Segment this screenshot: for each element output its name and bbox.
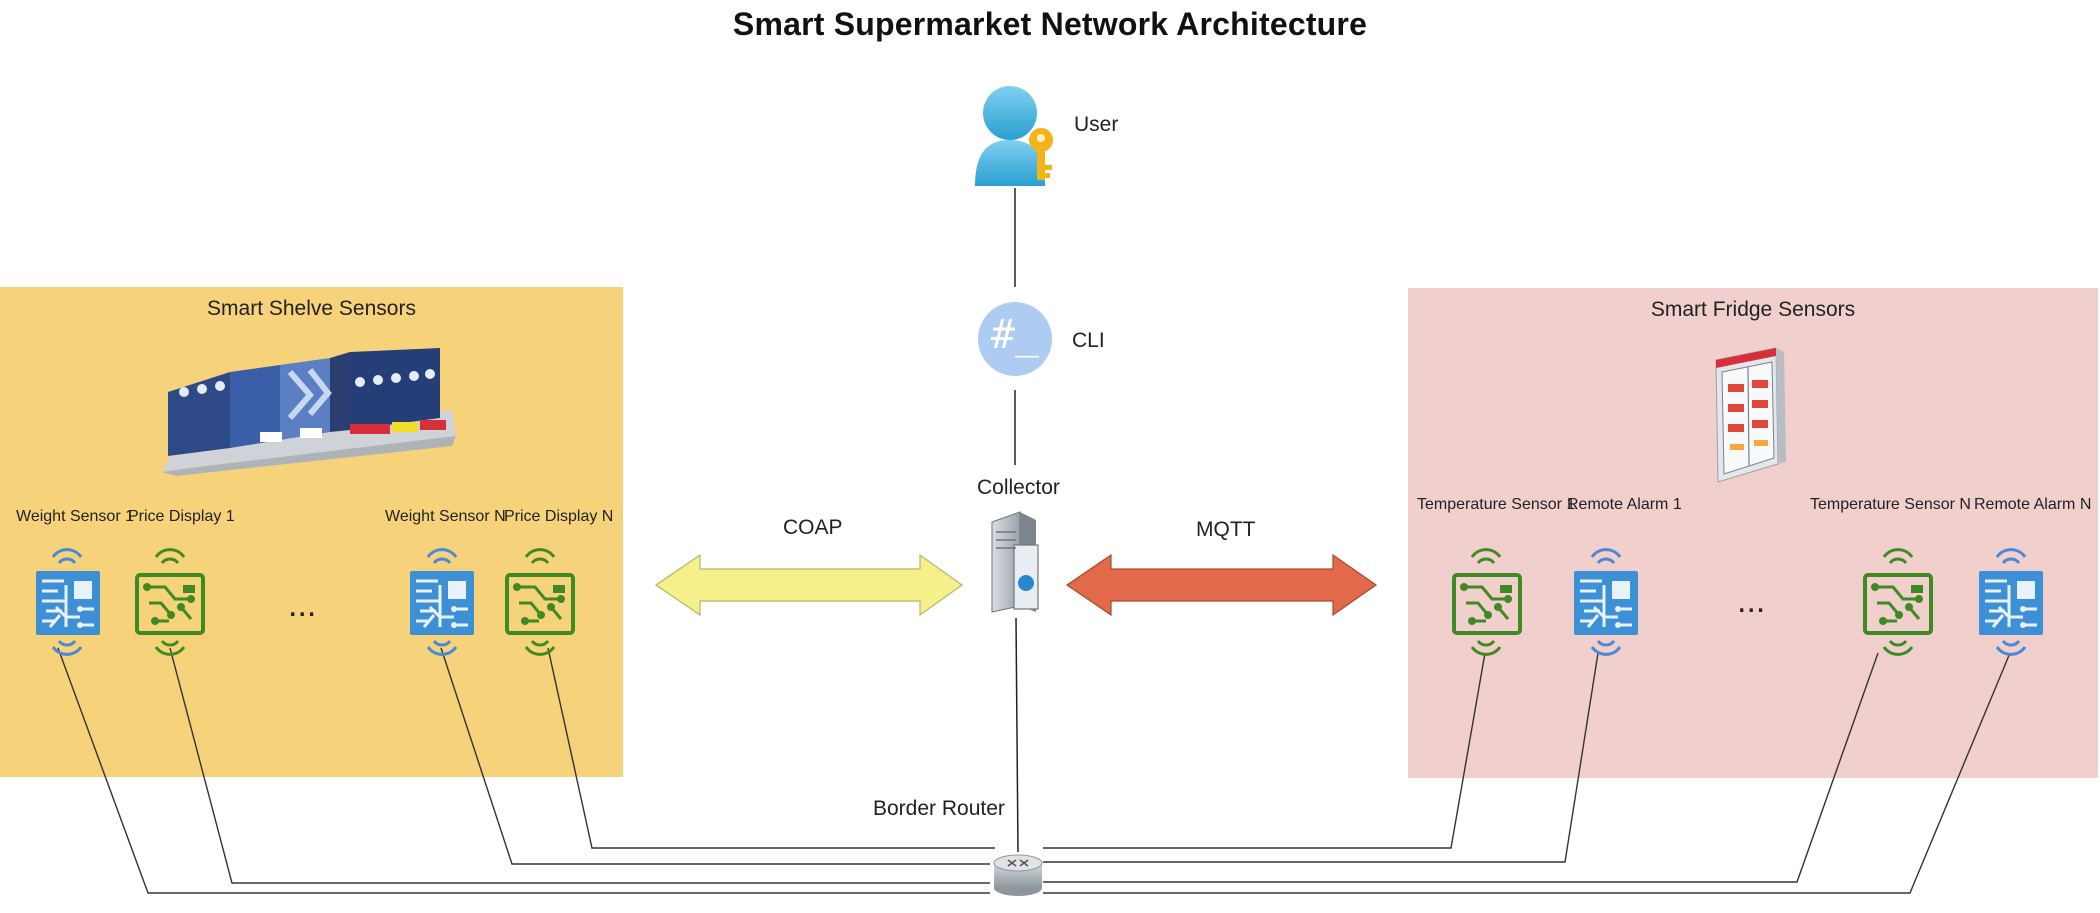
ellipsis-shelves: ... <box>288 586 317 624</box>
temperature-sensor-1-icon <box>1452 548 1522 656</box>
weight-sensor-1-icon <box>34 548 102 656</box>
collector-label: Collector <box>977 476 1060 499</box>
server-icon <box>991 511 1039 613</box>
price-display-n-icon <box>505 548 575 656</box>
router-icon <box>993 854 1043 896</box>
device-label: Temperature Sensor N <box>1810 496 1971 513</box>
supermarket-shelf-image <box>162 348 456 476</box>
mqtt-arrow <box>1065 553 1378 617</box>
device-label: Price Display 1 <box>128 508 235 525</box>
fridge-image <box>1715 347 1786 483</box>
device-label: Weight Sensor N <box>385 508 506 525</box>
remote-alarm-1-icon <box>1572 548 1640 656</box>
device-label: Weight Sensor 1 <box>16 508 134 525</box>
diagram-title: Smart Supermarket Network Architecture <box>732 6 1368 42</box>
mqtt-label: MQTT <box>1196 518 1256 541</box>
user-key-icon <box>975 86 1053 186</box>
smart-shelves-title: Smart Shelve Sensors <box>207 297 416 320</box>
device-label: Remote Alarm 1 <box>1567 496 1682 513</box>
device-label: Remote Alarm N <box>1974 496 2092 513</box>
device-label: Temperature Sensor 1 <box>1417 496 1576 513</box>
coap-label: COAP <box>783 516 843 539</box>
smart-fridges-title: Smart Fridge Sensors <box>1650 298 1856 321</box>
border-router-label: Border Router <box>873 797 1005 820</box>
weight-sensor-n-icon <box>408 548 476 656</box>
price-display-1-icon <box>135 548 205 656</box>
user-label: User <box>1074 113 1119 136</box>
ellipsis-fridges: ... <box>1737 582 1766 620</box>
coap-arrow <box>654 553 964 617</box>
temperature-sensor-n-icon <box>1863 548 1933 656</box>
remote-alarm-n-icon <box>1977 548 2045 656</box>
cli-icon <box>978 302 1052 376</box>
device-label: Price Display N <box>504 508 614 525</box>
sensor-wires <box>57 647 2011 894</box>
cli-label: CLI <box>1072 329 1105 352</box>
cli-glyph: #_ <box>990 312 1040 358</box>
collector-router-link <box>1015 617 1019 853</box>
